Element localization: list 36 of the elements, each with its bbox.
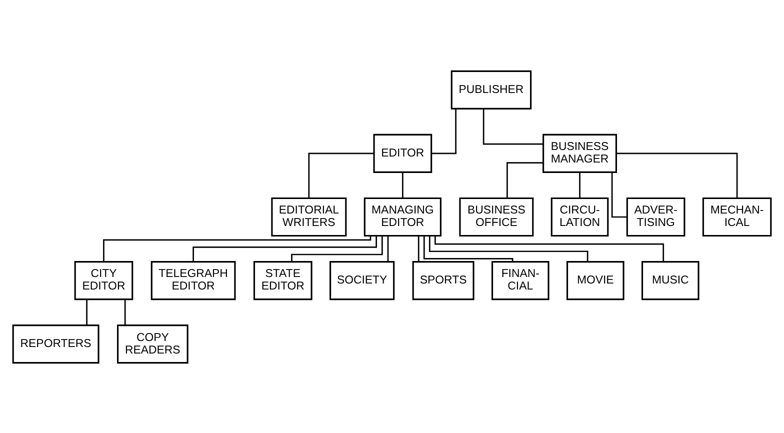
node-box: TELEGRAPH EDITOR <box>150 260 236 300</box>
connector <box>103 235 372 262</box>
connector <box>402 172 404 198</box>
connector <box>428 235 588 262</box>
node-box: EDITORIAL WRITERS <box>271 196 347 236</box>
connector <box>308 152 374 198</box>
node-box: SPORTS <box>412 260 474 300</box>
connector <box>192 235 377 262</box>
node-box: SOCIETY <box>330 260 395 300</box>
node-box: MOVIE <box>566 260 624 300</box>
node-box: EDITOR <box>373 133 432 172</box>
node-box: PUBLISHER <box>450 70 532 109</box>
connector <box>482 108 544 144</box>
connector <box>124 299 126 325</box>
node-box: BUSINESS MANAGER <box>542 133 617 172</box>
node-box: MUSIC <box>641 260 700 300</box>
node-box: STATE EDITOR <box>253 260 312 300</box>
node-box: MANAGING EDITOR <box>364 196 442 236</box>
connector <box>418 236 420 261</box>
connector <box>86 299 88 325</box>
connector <box>291 236 383 262</box>
connector <box>434 235 664 261</box>
node-box: ADVER- TISING <box>626 196 686 236</box>
connector <box>506 162 544 198</box>
connector <box>423 235 514 262</box>
node-box: FINAN- CIAL <box>491 260 550 300</box>
connector <box>387 236 389 261</box>
connector <box>616 152 738 198</box>
node-box: COPY READERS <box>117 324 188 364</box>
connector <box>431 108 456 154</box>
node-box: CITY EDITOR <box>74 260 134 300</box>
node-box: MECHAN- ICAL <box>702 196 772 236</box>
node-box: REPORTERS <box>12 324 100 364</box>
node-box: CIRCU- LATION <box>550 196 609 236</box>
connector <box>579 172 580 198</box>
node-box: BUSINESS OFFICE <box>459 196 534 236</box>
